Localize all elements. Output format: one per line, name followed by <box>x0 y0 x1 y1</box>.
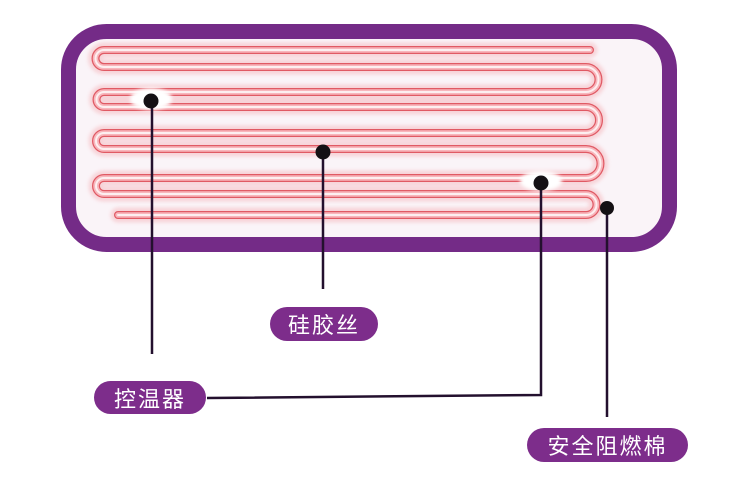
callout-dot-thermostat-left <box>143 93 159 109</box>
wire-core-highlight <box>94 49 602 216</box>
label-flame-retardant-cotton-text: 安全阻燃棉 <box>547 434 668 459</box>
label-thermostat: 控温器 <box>94 381 206 414</box>
callout-lines <box>150 105 609 417</box>
callout-dot-thermostat-right <box>533 175 549 191</box>
heating-wire <box>88 42 608 223</box>
label-flame-retardant-cotton: 安全阻燃棉 <box>527 428 688 462</box>
label-silicone-wire-text: 硅胶丝 <box>287 313 360 338</box>
label-silicone-wire: 硅胶丝 <box>270 307 378 341</box>
label-thermostat-text: 控温器 <box>113 386 186 412</box>
callout-dot-silicone <box>315 144 331 160</box>
callout-dots <box>143 93 614 215</box>
callout-dot-cotton <box>600 201 614 215</box>
callout-line-thermostat-right <box>206 187 543 400</box>
